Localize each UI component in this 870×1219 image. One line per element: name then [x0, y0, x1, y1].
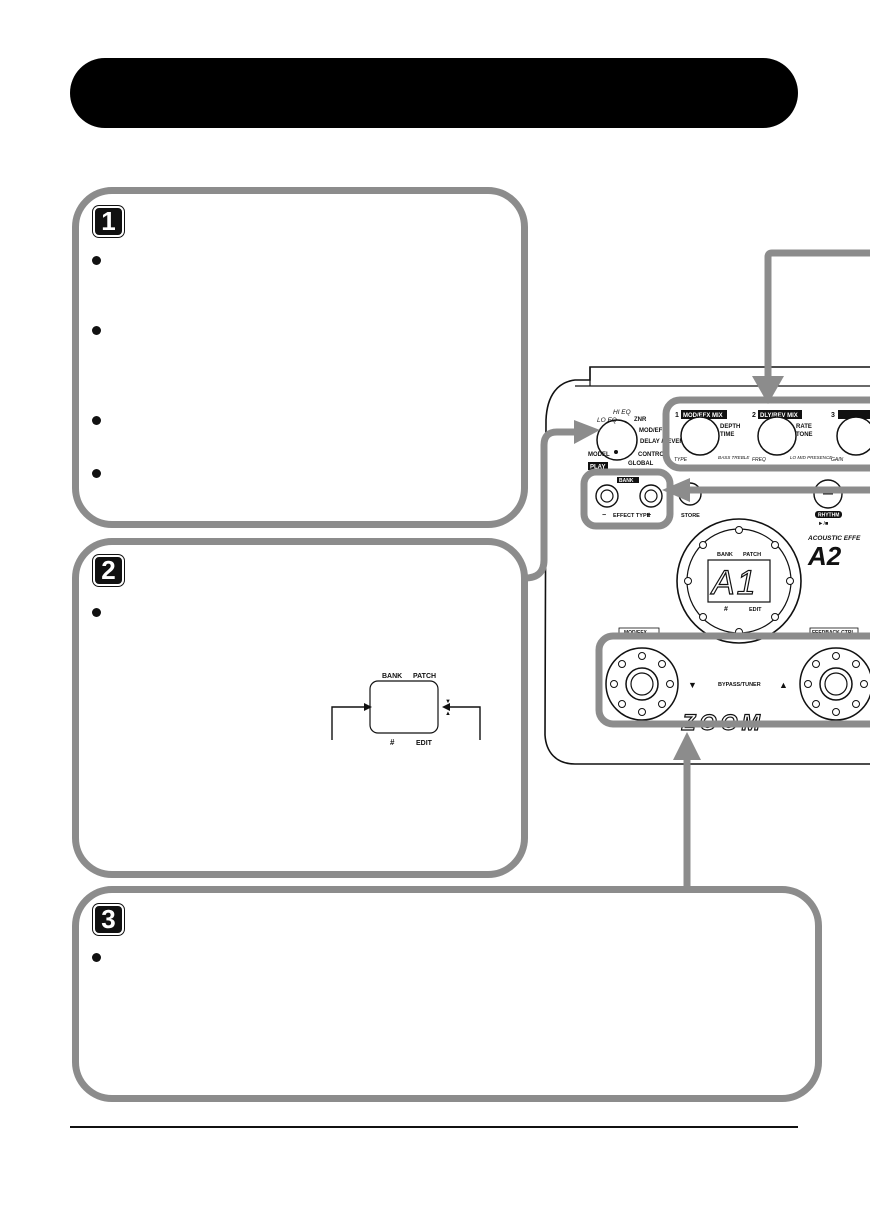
led-digits: A1 — [710, 564, 758, 602]
selector-label-play: PLAY — [590, 465, 605, 471]
selector-label-hi-eq: HI EQ — [613, 409, 631, 416]
display-sharp-label: # — [724, 606, 728, 613]
footer-rule — [70, 1126, 798, 1128]
callout-line-selector — [524, 428, 576, 582]
bank-minus-label: − — [602, 512, 606, 519]
selector-label-mod-efx: MOD/EFX — [639, 428, 666, 434]
knob-1[interactable] — [680, 416, 720, 456]
svg-text:▼: ▼ — [445, 699, 451, 705]
bypass-tuner-label: BYPASS/TUNER — [718, 682, 761, 688]
display-patch-label: PATCH — [743, 552, 761, 558]
inset-bank-label: BANK — [382, 673, 402, 680]
selector-label-znr: ZNR — [634, 417, 647, 423]
selector-label-model: MODEL — [588, 452, 610, 458]
knob-1-number: 1 — [675, 412, 679, 419]
footswitch-right[interactable] — [799, 647, 870, 721]
footswitch-highlight-frame — [595, 632, 870, 728]
knob-3[interactable] — [836, 416, 870, 456]
callout-arrow-bank — [662, 478, 690, 502]
callout-arrow-knobs — [752, 376, 784, 404]
display-bank-label: BANK — [717, 552, 733, 558]
knob-1-label-top: DEPTH — [720, 424, 740, 430]
step-1-bullet-4 — [92, 469, 101, 478]
knob-3-bottom-left: GAIN — [831, 457, 844, 463]
knobs-highlight-frame — [662, 396, 870, 472]
inset-display-screen — [369, 680, 439, 734]
inset-patch-label: PATCH — [413, 673, 436, 680]
bank-plus-label: + — [647, 512, 651, 519]
rhythm-sub-label: ►/■ — [818, 521, 828, 527]
brand-text: ACOUSTIC EFFE — [807, 535, 861, 542]
knob-2[interactable] — [757, 416, 797, 456]
knob-2-label-top: RATE — [796, 424, 812, 430]
effect-type-caption: EFFECT TYPE — [613, 513, 651, 519]
callout-arrow-footswitch — [673, 732, 701, 760]
inset-edit-label: EDIT — [416, 740, 433, 747]
step-2-badge: 2 — [93, 555, 124, 586]
footswitch-left[interactable] — [605, 647, 679, 721]
step-1-badge: 1 — [93, 206, 124, 237]
device-body — [544, 366, 870, 765]
svg-text:▲: ▲ — [445, 711, 451, 717]
inset-sharp-label: # — [390, 738, 395, 747]
led-display — [707, 559, 771, 603]
bank-keys-highlight-frame — [580, 468, 674, 530]
knob-1-header: MOD/EFX MIX — [683, 413, 723, 419]
step-2-bullet-1 — [92, 608, 101, 617]
bank-plus-key[interactable] — [639, 484, 663, 508]
down-arrow-icon: ▼ — [688, 680, 697, 690]
step-1-bullet-1 — [92, 256, 101, 265]
step-3-bullet-1 — [92, 953, 101, 962]
model-text: A2 — [807, 541, 842, 571]
mode-selector-dial[interactable] — [596, 419, 638, 461]
knob-2-header: DLY/REV MIX — [760, 413, 798, 419]
bank-keys-header: BANK — [619, 478, 634, 484]
knob-2-bottom-right: LO MID PRESENCE — [790, 455, 833, 460]
selector-label-lo-eq: LO EQ — [597, 417, 617, 424]
step-3-badge: 3 — [93, 904, 124, 935]
knob-2-label-bottom: TONE — [796, 432, 813, 438]
step-1-bullet-3 — [92, 416, 101, 425]
callout-arrow-selector — [574, 420, 600, 444]
knob-2-bottom-left: FREQ — [752, 457, 766, 463]
selector-label-global: GLOBAL — [628, 461, 654, 467]
section-title-banner — [70, 58, 798, 128]
knob-1-label-bottom: TIME — [720, 432, 734, 438]
selector-label-control: CONTROL — [638, 452, 668, 458]
inset-display-diagram: BANK PATCH ▼ ▲ # EDIT — [331, 673, 481, 747]
knob-1-bottom-left: TYPE — [674, 457, 688, 463]
knob-2-number: 2 — [752, 412, 756, 419]
callout-line-knobs — [764, 249, 870, 376]
rhythm-label: RHYTHM — [818, 513, 839, 519]
knob-3-number: 3 — [831, 412, 835, 419]
store-label: STORE — [681, 513, 700, 519]
step-2-panel — [72, 538, 528, 878]
step-1-panel — [72, 187, 528, 528]
display-edit-label: EDIT — [749, 607, 762, 613]
bank-minus-key[interactable] — [595, 484, 619, 508]
step-3-panel — [72, 886, 822, 1102]
step-1-bullet-2 — [92, 326, 101, 335]
up-arrow-icon: ▲ — [779, 680, 788, 690]
knob-1-bottom-right: BASS TREBLE — [718, 455, 750, 460]
